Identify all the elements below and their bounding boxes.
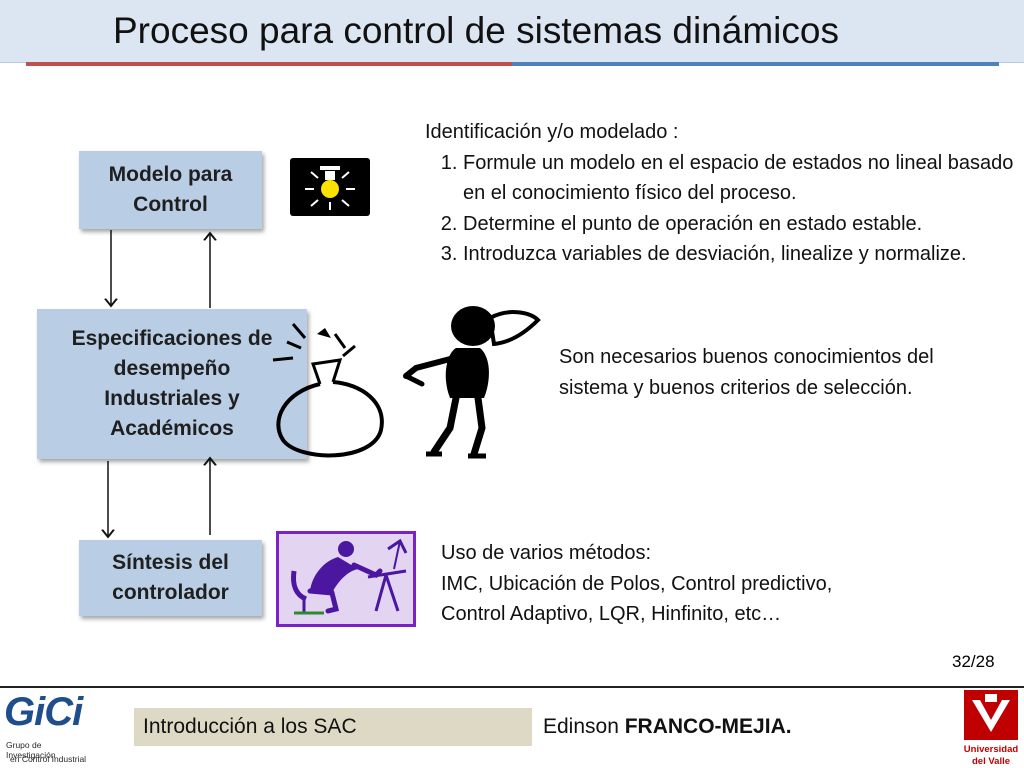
lightbulb-icon	[290, 158, 370, 216]
box-especificaciones: Especificaciones de desempeño Industrial…	[37, 309, 307, 459]
footer-divider	[0, 686, 1024, 688]
author-first-name: Edinson	[543, 715, 625, 738]
gici-subtitle-1: Grupo de Investigación	[6, 740, 56, 760]
title-underline-red	[26, 62, 512, 66]
identificacion-block: Identificación y/o modelado : Formule un…	[425, 117, 1015, 270]
author-last-name: FRANCO-MEJIA.	[624, 715, 792, 738]
box-especificaciones-label: Especificaciones de desempeño Industrial…	[71, 327, 273, 440]
conocimientos-text: Son necesarios buenos conocimientos del …	[559, 346, 934, 399]
identificacion-steps: Formule un modelo en el espacio de estad…	[425, 148, 1015, 270]
univalle-emblem-icon	[964, 690, 1018, 740]
slide-title: Proceso para control de sistemas dinámic…	[113, 10, 839, 51]
box-sintesis-label: Síntesis del controlador	[112, 551, 229, 604]
metodos-line-3: Control Adaptivo, LQR, Hinfinito, etc…	[441, 603, 782, 625]
page-number: 32/28	[952, 652, 995, 671]
gici-subtitle-2: en Control Industrial	[10, 754, 87, 764]
univalle-name-1: Universidad	[963, 744, 1019, 755]
footer-course: Introducción a los SAC	[143, 715, 357, 738]
footer-author: Edinson FRANCO-MEJIA.	[543, 713, 792, 741]
box-modelo-control: Modelo para Control	[79, 151, 262, 229]
univalle-name-2: del Valle	[971, 756, 1011, 767]
footer-course-box	[134, 708, 532, 746]
gici-logo-text: GiCi	[4, 690, 83, 734]
identificacion-step: Formule un modelo en el espacio de estad…	[463, 148, 1015, 209]
title-underline-blue	[512, 62, 999, 66]
univalle-logo: Universidad del Valle	[958, 688, 1024, 768]
identificacion-step: Determine el punto de operación en estad…	[463, 209, 1015, 240]
metodos-line-1: Uso de varios métodos:	[441, 542, 652, 564]
metodos-line-2: IMC, Ubicación de Polos, Control predict…	[441, 572, 833, 595]
bomb-icon	[272, 323, 384, 458]
person-at-desk-icon	[276, 531, 416, 627]
gici-logo: GiCi Grupo de Investigación en Control I…	[0, 690, 92, 768]
identificacion-heading: Identificación y/o modelado :	[425, 121, 679, 143]
identificacion-step: Introduzca variables de desviación, line…	[463, 239, 1015, 270]
box-modelo-label: Modelo para Control	[108, 163, 233, 216]
metodos-block: Uso de varios métodos: IMC, Ubicación de…	[441, 538, 1001, 630]
thinking-person-icon	[403, 306, 541, 459]
box-sintesis: Síntesis del controlador	[79, 540, 262, 616]
